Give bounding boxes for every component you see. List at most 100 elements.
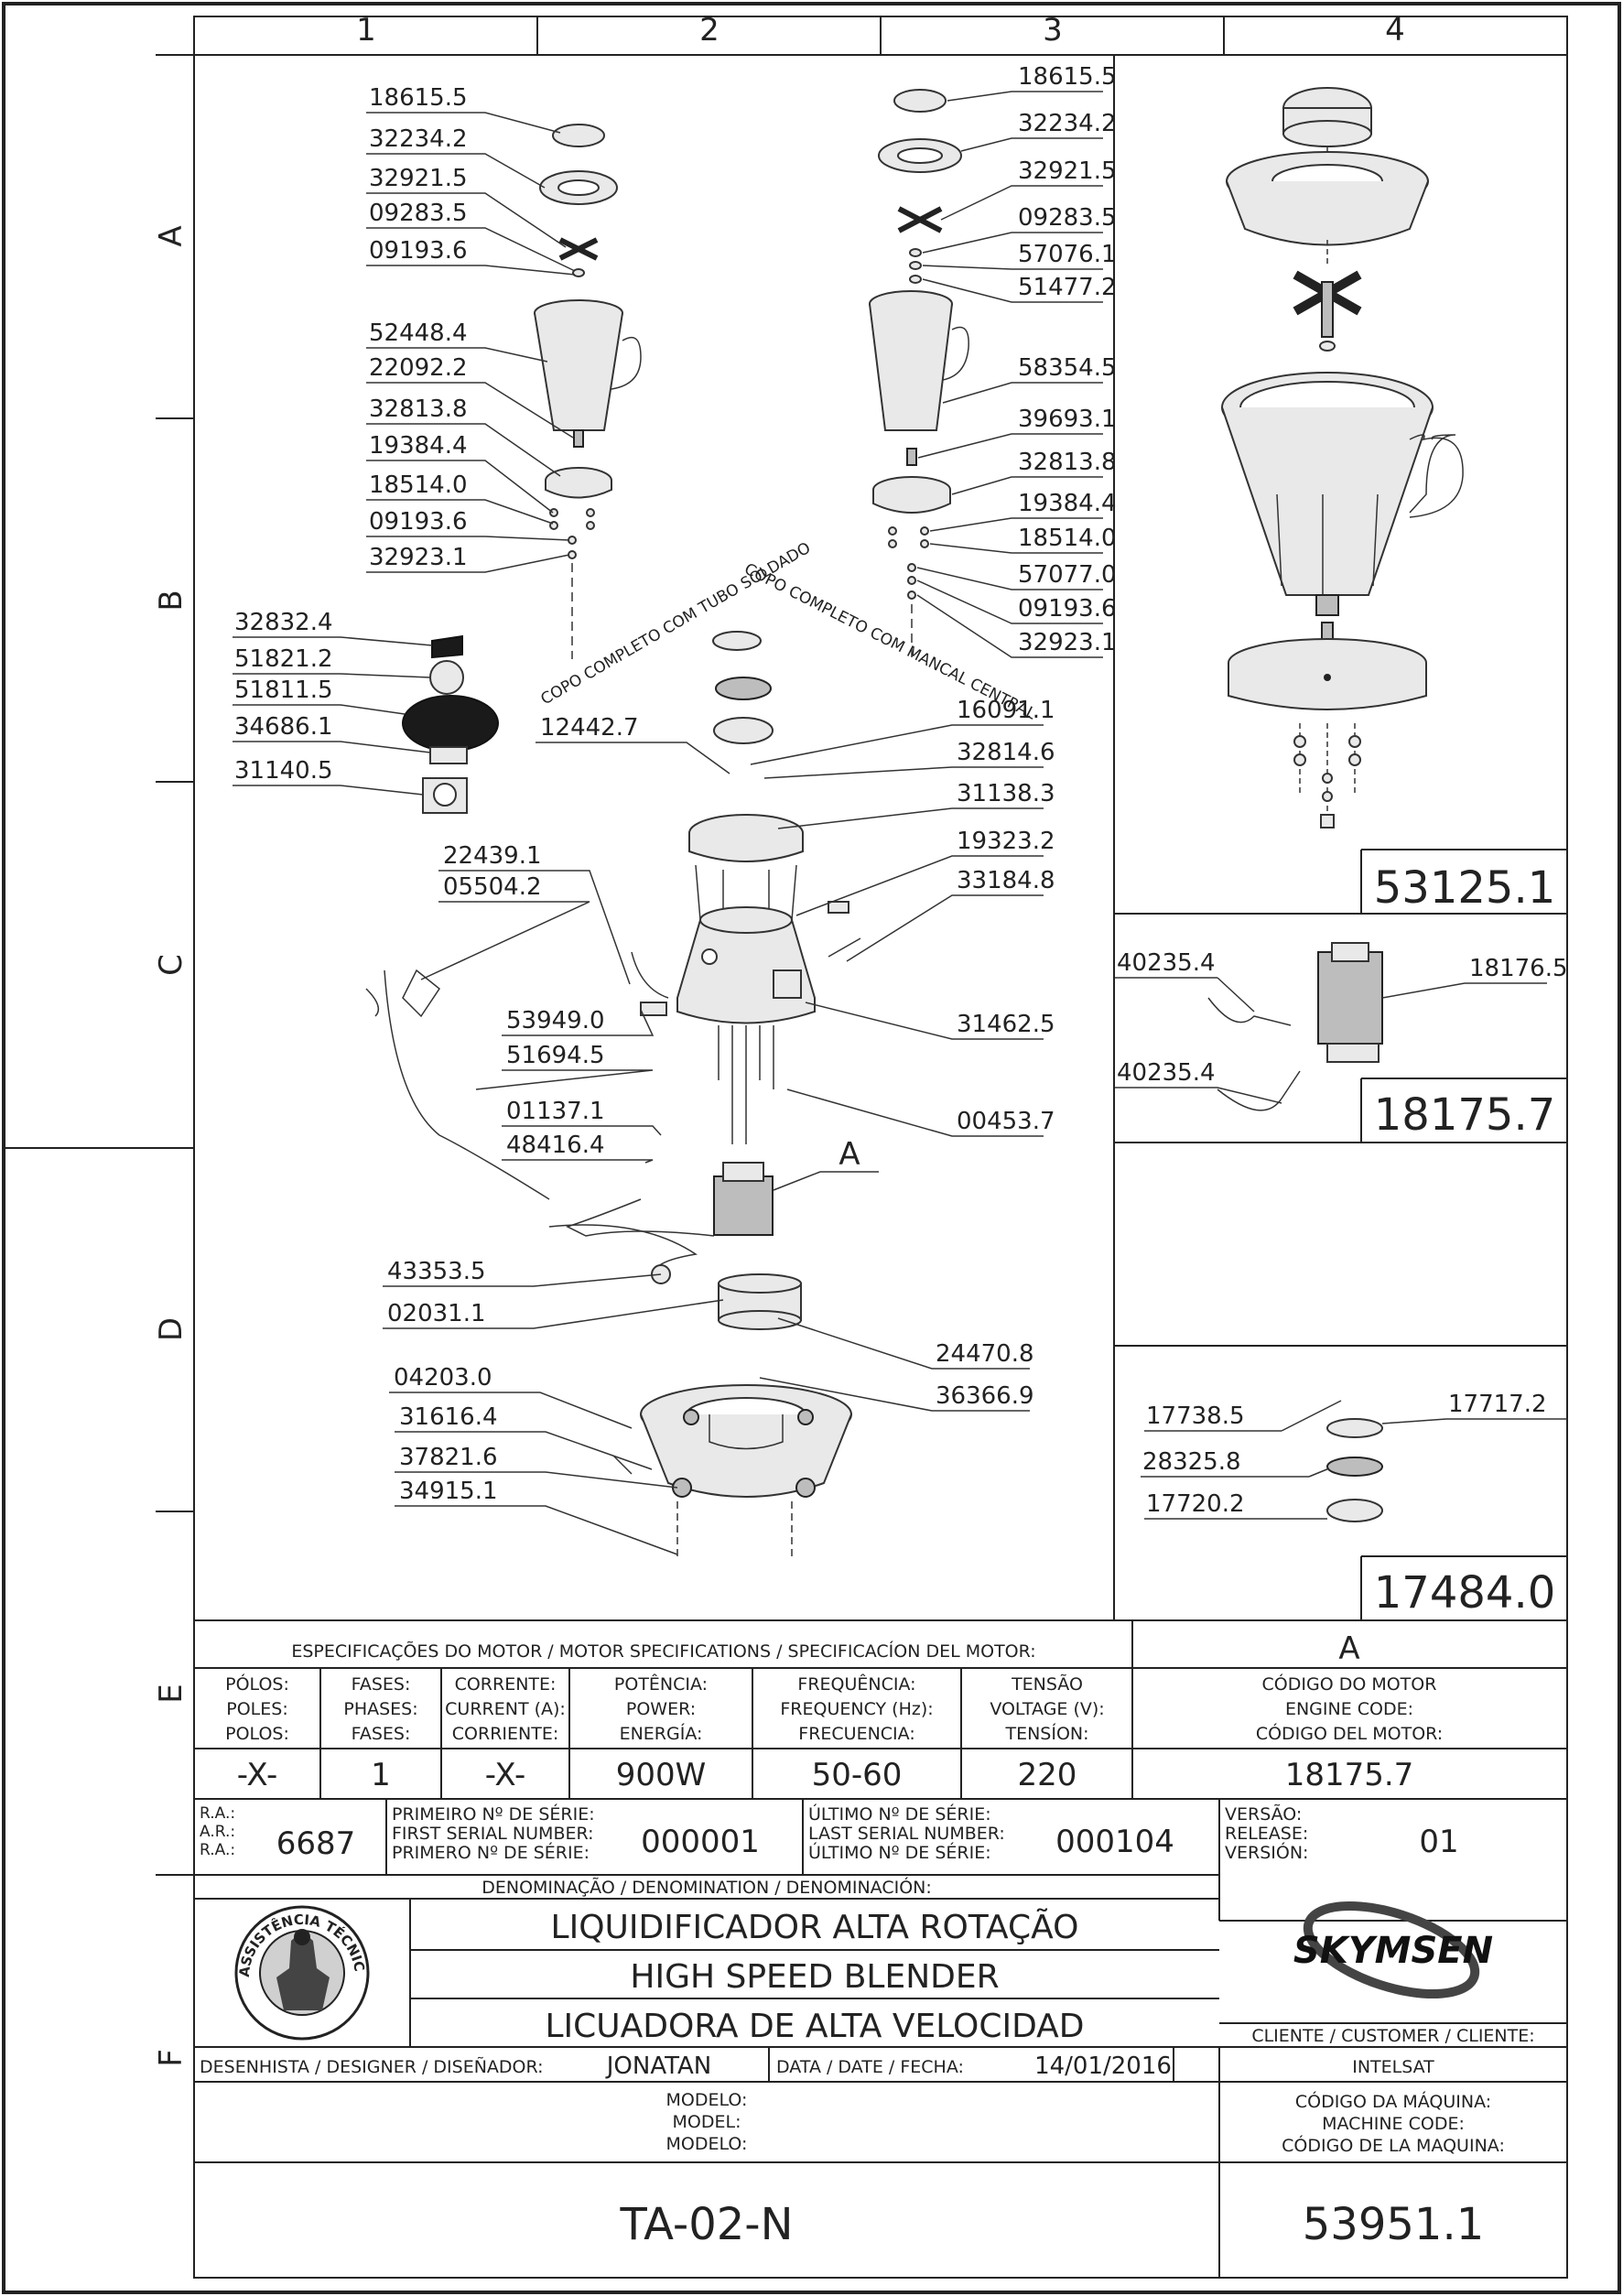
leader-line [942,382,1103,404]
spec-header-label: POTÊNCIA: [614,1673,708,1695]
authorized-service-seal: ASSISTÊNCIA TÉCNICA AUTORIZADA [0,0,370,2041]
spec-header-label: POLOS: [225,1724,289,1744]
assembly-code-motor: 18175.7 [1374,1089,1556,1141]
model-label: MODELO: [666,2134,748,2154]
callout-label: 18615.5 [369,84,468,112]
grid-row-label: A [153,225,189,246]
callout-coupling-top: 17717.2 [1448,1391,1547,1418]
spec-header-label: FREQUENCY (Hz): [780,1699,933,1719]
spec-table-heading: ESPECIFICAÇÕES DO MOTOR / MOTOR SPECIFIC… [291,1641,1035,1662]
leader-line [917,433,1103,459]
spec-header-label: CORRIENTE: [452,1724,558,1744]
denomination-name: HIGH SPEED BLENDER [630,1958,999,1996]
spec-header-label: FREQUÊNCIA: [797,1673,915,1695]
callout-label: 52448.4 [369,319,468,347]
leader-line [366,536,570,541]
callout-label: 32923.1 [1018,629,1117,656]
spec-header-label: CÓDIGO DEL MOTOR: [1256,1722,1443,1744]
callout-label: 32923.1 [369,544,468,571]
callout-motor-wire-1: 40235.4 [1117,949,1216,977]
callout-label: 19384.4 [1018,490,1117,517]
leader-line [366,423,561,477]
model-value: TA-02-N [620,2199,794,2250]
seal-text: ASSISTÊNCIA TÉCNICA AUTORIZADA [0,0,368,1977]
spec-value: 50-60 [812,1757,903,1793]
spec-header-label: POLES: [226,1699,287,1719]
callout-label: 02031.1 [387,1300,486,1327]
leader-line [502,1009,655,1036]
leader-line [763,766,1044,779]
callout-label: 32234.2 [1018,110,1117,137]
leader-line [366,554,570,573]
callout-label: 22439.1 [443,842,542,870]
model-label: MODELO: [666,2090,748,2110]
ra-label: A.R.: [200,1823,235,1841]
callout-label: 51477.2 [1018,274,1117,301]
machine-code-label: MACHINE CODE: [1322,2114,1465,2134]
callout-label: 32234.2 [369,125,468,153]
callout-label: 09193.6 [369,237,468,265]
spec-header-label: CÓDIGO DO MOTOR [1262,1673,1437,1695]
leader-line [750,724,1044,765]
version-label: RELEASE: [1225,1824,1308,1844]
callout-label: 19323.2 [957,828,1055,855]
cup-welded-tube-drawing [534,124,642,659]
grid-column-label: 1 [356,12,376,49]
spec-header-label: FASES: [352,1674,411,1695]
leader-line [786,1088,1044,1137]
leader-line [916,579,1103,624]
callout-label: 32921.5 [1018,157,1117,185]
skymsen-logo: SKYMSEN [1293,1901,1493,1999]
detail-a-marker: A [839,1136,860,1173]
grid-row-label: D [153,1317,189,1341]
leader-line [366,112,561,134]
leader-line [389,1392,633,1429]
callout-label: 53949.0 [506,1007,605,1034]
spec-header-label: CORRENTE: [455,1674,557,1695]
leader-line [366,192,567,248]
leader-line [502,1125,662,1136]
spec-value: -X- [237,1757,277,1793]
callout-label: 32813.8 [1018,449,1117,476]
callout-label: 18514.0 [369,471,468,499]
callout-ground-label: 31140.5 [234,757,333,785]
callout-label: 32921.5 [369,165,468,192]
callout-label: 43353.5 [387,1258,486,1285]
callout-label: 00453.7 [957,1108,1055,1135]
motor-drawing [1207,942,1383,1111]
assembly-code-cup: 53125.1 [1374,862,1556,914]
version-label: VERSÃO: [1225,1803,1302,1825]
date-value: 14/01/2016 [1034,2052,1172,2080]
client-value: INTELSAT [1352,2057,1434,2077]
spec-header-label: VOLTAGE (V): [990,1699,1104,1719]
leader-line [922,278,1103,303]
client-label: CLIENTE / CUSTOMER / CLIENTE: [1251,2026,1534,2046]
first-serial-label: PRIMEIRO Nº DE SÉRIE: [392,1803,595,1825]
cup-assembly-drawing [1221,87,1464,829]
leader-line [929,517,1103,532]
callout-label: 19384.4 [369,432,468,460]
last-serial-label: ÚLTIMO Nº DE SÉRIE: [808,1841,991,1863]
callout-label: 31138.3 [957,780,1055,807]
leader-line [366,153,546,189]
callout-label: 32814.6 [957,739,1055,766]
leader-line [420,901,590,980]
denomination-label: DENOMINAÇÃO / DENOMINATION / DENOMINACIÓ… [481,1876,932,1898]
callout-label: 33184.8 [957,867,1055,894]
callout-label: 18514.0 [1018,525,1117,552]
grid-column-label: 2 [699,12,720,49]
spec-value: 900W [616,1757,707,1793]
spec-header-label: FASES: [352,1724,411,1744]
callout-label: 31616.4 [399,1403,498,1431]
machine-code-label: CÓDIGO DE LA MAQUINA: [1282,2134,1505,2156]
leader-line [395,1431,653,1470]
callout-label: 09193.6 [1018,595,1117,623]
grid-row-label: B [153,590,189,611]
callout-label: 18615.5 [1018,63,1117,91]
serial-row [194,1799,1220,1921]
leader-line [366,382,574,439]
model-label: MODEL: [673,2112,741,2132]
designer-label: DESENHISTA / DESIGNER / DISEÑADOR: [200,2056,544,2077]
leader-line [951,476,1103,495]
